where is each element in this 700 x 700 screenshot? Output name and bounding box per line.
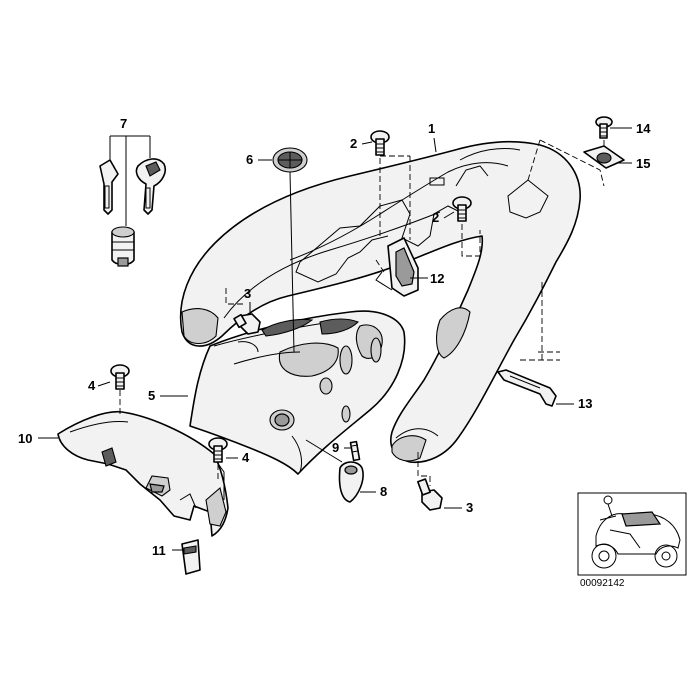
speed-nut-part	[583, 145, 625, 169]
svg-text:13: 13	[578, 396, 592, 411]
strap-part	[497, 282, 560, 407]
rear-frame-part	[179, 140, 581, 464]
callout-9: 9	[332, 440, 352, 455]
svg-text:1: 1	[428, 121, 435, 136]
svg-text:2: 2	[432, 210, 439, 225]
key-set-part	[99, 135, 167, 267]
emblem-part	[272, 147, 308, 353]
svg-text:14: 14	[636, 121, 651, 136]
svg-text:3: 3	[244, 286, 251, 301]
callout-7: 7	[120, 116, 127, 131]
svg-text:4: 4	[242, 450, 250, 465]
callout-4-left: 4	[88, 378, 111, 393]
callout-2-top: 2	[350, 136, 373, 151]
callout-14: 14	[610, 121, 651, 136]
latch-bracket-part	[375, 237, 419, 297]
svg-text:15: 15	[636, 156, 650, 171]
tail-cover-part	[57, 410, 229, 537]
callout-6: 6	[246, 152, 272, 167]
screw-3-left	[233, 313, 261, 335]
screw-4-left	[110, 364, 130, 390]
svg-text:12: 12	[430, 271, 444, 286]
svg-text:10: 10	[18, 431, 32, 446]
screw-2-top	[370, 130, 390, 156]
frame-inner-bracket	[295, 165, 549, 283]
pin-part	[349, 440, 361, 462]
callout-1: 1	[428, 121, 437, 153]
callout-15: 15	[616, 156, 650, 171]
seat-cover-part	[189, 310, 406, 475]
callout-12: 12	[410, 271, 444, 286]
callout-3-left: 3	[244, 286, 251, 312]
screw-3-bottom	[417, 478, 443, 511]
screw-2-right	[452, 196, 472, 222]
lever-part	[305, 439, 364, 503]
callout-11: 11	[152, 543, 182, 558]
assembly-lines	[119, 139, 605, 486]
svg-text:11: 11	[152, 543, 166, 558]
svg-text:2: 2	[350, 136, 357, 151]
callout-3-bottom: 3	[444, 500, 473, 515]
callout-5: 5	[148, 388, 188, 403]
svg-text:5: 5	[148, 388, 155, 403]
callout-4-right: 4	[226, 450, 250, 465]
screw-4-right	[208, 437, 228, 463]
callout-8: 8	[360, 484, 387, 499]
screw-14	[595, 116, 613, 139]
svg-text:3: 3	[466, 500, 473, 515]
callout-10: 10	[18, 431, 58, 446]
svg-text:8: 8	[380, 484, 387, 499]
clip-part	[181, 539, 201, 575]
svg-text:6: 6	[246, 152, 253, 167]
callout-2-right: 2	[432, 210, 455, 225]
motorcycle-inset: 00092142	[577, 492, 687, 589]
callout-13: 13	[556, 396, 592, 411]
svg-text:9: 9	[332, 440, 339, 455]
svg-text:00092142: 00092142	[580, 578, 625, 589]
svg-text:4: 4	[88, 378, 96, 393]
svg-text:7: 7	[120, 116, 127, 131]
